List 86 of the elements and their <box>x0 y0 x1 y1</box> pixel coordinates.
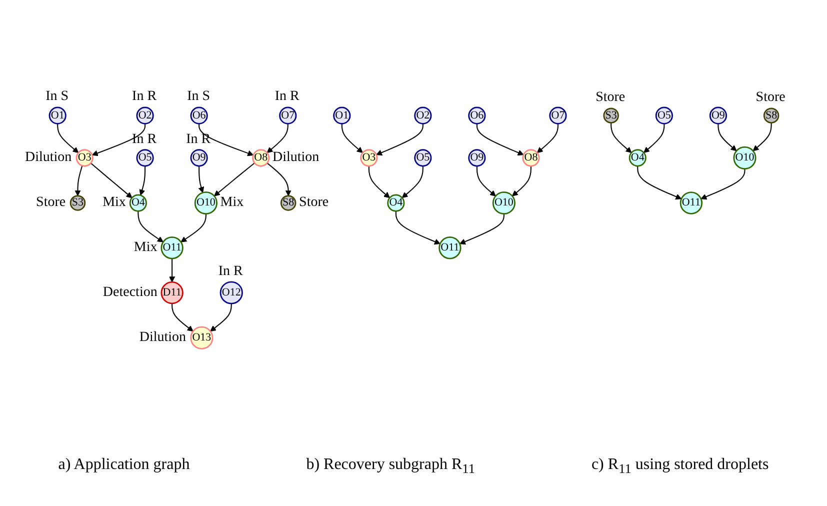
node-circle: O1 <box>48 106 66 124</box>
arrow <box>752 122 772 152</box>
node-circle: D11 <box>160 281 183 304</box>
caption: c) R$_{11}$ using stored droplets <box>591 456 769 478</box>
arrow <box>394 211 440 244</box>
node-circle: O9 <box>190 149 208 167</box>
arrow <box>210 304 232 332</box>
node-circle: O5 <box>654 106 672 124</box>
node-circle: O7 <box>548 106 566 124</box>
arrow <box>476 166 496 196</box>
node-circle: O8 <box>522 149 540 167</box>
node-circle: O11 <box>438 236 461 260</box>
node-annotation: In R <box>132 132 157 147</box>
node-circle: O11 <box>679 192 702 214</box>
node-annotation: Mix <box>102 196 126 210</box>
node-annotation: Store <box>756 91 786 106</box>
node-circle: O1 <box>332 106 350 124</box>
arrow <box>91 124 146 156</box>
node-circle: O11 <box>160 236 183 260</box>
arrow <box>180 214 206 242</box>
node-annotation: In S <box>187 90 210 104</box>
arrow <box>476 124 524 156</box>
arrow <box>376 124 423 156</box>
node-annotation: Dilution <box>25 150 72 165</box>
arrow <box>717 124 736 152</box>
arrow <box>340 124 362 153</box>
node-circle: O3 <box>360 149 378 167</box>
node-annotation: Dilution <box>139 330 186 345</box>
node-circle: S8 <box>280 195 296 211</box>
arrow <box>90 162 132 198</box>
node-circle: O9 <box>468 149 486 167</box>
node-circle: O4 <box>628 149 646 167</box>
node-annotation: Mix <box>134 240 158 255</box>
caption: b) Recovery subgraph R$_{11}$ <box>306 456 475 478</box>
arrow <box>459 214 504 244</box>
node-circle: O5 <box>414 149 432 167</box>
node-annotation: Mix <box>220 196 244 210</box>
caption: a) Application graph <box>58 456 190 475</box>
node-circle: O6 <box>190 106 208 124</box>
node-circle: O10 <box>194 191 217 215</box>
node-circle: O12 <box>219 281 242 304</box>
arrow <box>74 166 82 196</box>
node-annotation: Store <box>596 91 626 106</box>
arrow <box>401 166 423 198</box>
arrow <box>266 124 288 153</box>
arrow <box>198 166 204 193</box>
node-annotation: Dilution <box>272 150 320 165</box>
node-circle: O3 <box>75 149 93 167</box>
node-circle: S3 <box>602 108 618 124</box>
node-annotation: In R <box>218 264 243 279</box>
arrow <box>137 211 163 242</box>
node-circle: O4 <box>128 194 146 212</box>
node-annotation: Store <box>299 196 329 210</box>
node-circle: O2 <box>414 106 432 124</box>
node-circle: O6 <box>468 106 486 124</box>
node-circle: O10 <box>732 146 756 170</box>
node-circle: O5 <box>136 149 154 167</box>
node-circle: S8 <box>762 108 779 124</box>
node-annotation: In S <box>46 90 69 104</box>
arrow <box>214 162 254 196</box>
arrow <box>266 162 291 196</box>
arrow <box>536 124 558 153</box>
node-circle: O8 <box>252 149 270 167</box>
node-circle: O13 <box>190 326 213 350</box>
node-circle: O2 <box>136 106 154 124</box>
node-circle: O4 <box>386 194 404 212</box>
node-circle: O9 <box>708 106 726 124</box>
arrow <box>643 124 664 153</box>
arrow <box>368 166 390 198</box>
arrow <box>512 166 531 196</box>
arrow <box>636 166 682 200</box>
node-annotation: In R <box>132 90 157 104</box>
arrow <box>700 168 745 200</box>
node-circle: O7 <box>278 106 296 124</box>
arrow <box>168 258 175 282</box>
arrow <box>138 166 146 196</box>
arrow <box>610 122 632 153</box>
node-annotation: In R <box>274 90 300 104</box>
arrow <box>198 124 254 156</box>
arrow <box>171 303 193 332</box>
node-circle: S3 <box>69 195 86 211</box>
node-annotation: In R <box>186 132 211 147</box>
node-annotation: Detection <box>102 286 158 300</box>
arrow <box>56 124 78 153</box>
node-circle: O10 <box>492 191 515 215</box>
node-annotation: Store <box>36 196 66 210</box>
